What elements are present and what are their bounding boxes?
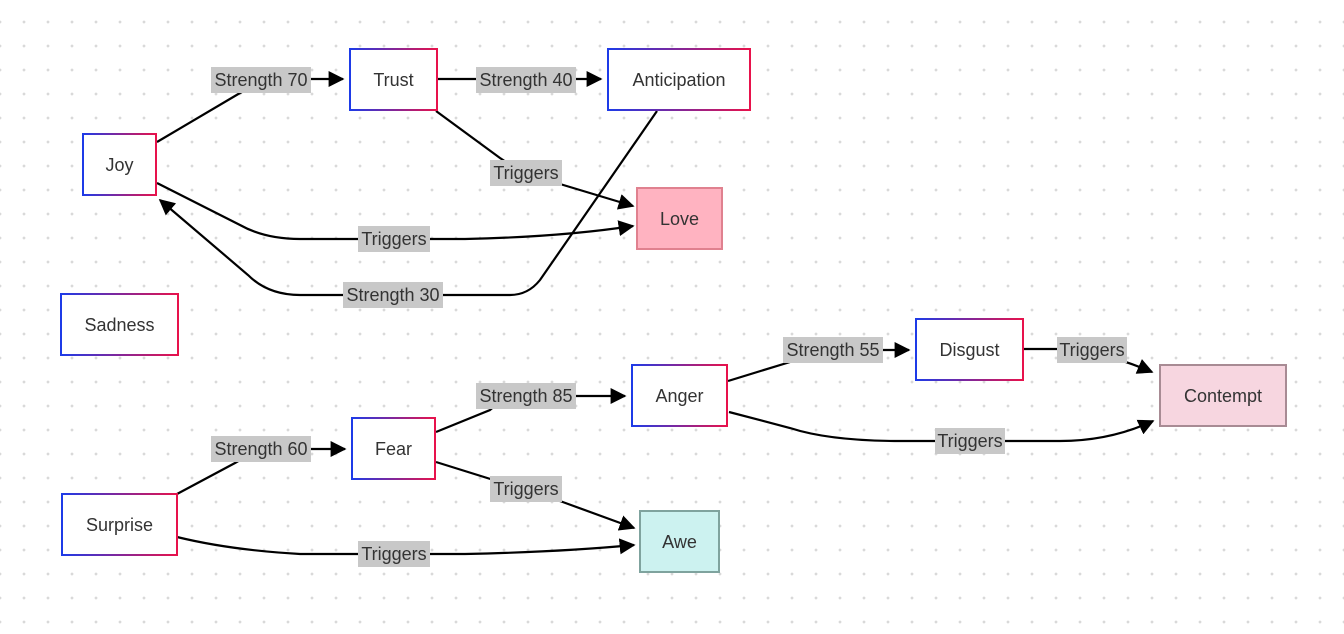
edge-anger-contempt[interactable]: Triggers <box>728 410 1155 454</box>
edge-trust-anticipation[interactable]: Strength 40 <box>438 67 603 93</box>
node-label: Contempt <box>1184 386 1262 406</box>
node-anticipation[interactable]: Anticipation <box>607 48 751 111</box>
node-joy[interactable]: Joy <box>82 133 157 196</box>
edge-label: Triggers <box>493 479 558 499</box>
edge-label: Strength 40 <box>479 70 572 90</box>
node-fear[interactable]: Fear <box>351 417 436 480</box>
edge-label: Strength 30 <box>346 285 439 305</box>
edge-label: Triggers <box>937 431 1002 451</box>
edge-anger-disgust[interactable]: Strength 55 <box>727 337 911 383</box>
edge-label: Triggers <box>1059 340 1124 360</box>
node-love[interactable]: Love <box>636 187 723 250</box>
edge-joy-trust[interactable]: Strength 70 <box>156 67 345 143</box>
edge-fear-anger[interactable]: Strength 85 <box>435 383 627 434</box>
node-anger[interactable]: Anger <box>631 364 728 427</box>
edge-label: Strength 85 <box>479 386 572 406</box>
node-awe[interactable]: Awe <box>639 510 720 573</box>
edge-surprise-fear[interactable]: Strength 60 <box>176 436 347 495</box>
edge-joy-love[interactable]: Triggers <box>156 182 635 252</box>
nodes: Joy Trust Anticipation Love Sadness Disg… <box>60 48 1287 573</box>
edge-label: Strength 55 <box>786 340 879 360</box>
node-label: Anger <box>655 386 703 406</box>
node-label: Love <box>660 209 699 229</box>
node-label: Awe <box>662 532 697 552</box>
edge-anticipation-joy[interactable]: Strength 30 <box>158 110 658 308</box>
edge-label: Strength 70 <box>214 70 307 90</box>
node-label: Trust <box>373 70 413 90</box>
edge-disgust-contempt[interactable]: Triggers <box>1024 337 1154 374</box>
node-label: Disgust <box>939 340 999 360</box>
edge-label: Triggers <box>493 163 558 183</box>
node-label: Fear <box>375 439 412 459</box>
edge-label: Triggers <box>361 544 426 564</box>
node-disgust[interactable]: Disgust <box>915 318 1024 381</box>
node-label: Surprise <box>86 515 153 535</box>
node-contempt[interactable]: Contempt <box>1159 364 1287 427</box>
edge-surprise-awe[interactable]: Triggers <box>176 535 636 567</box>
node-label: Sadness <box>84 315 154 335</box>
node-surprise[interactable]: Surprise <box>61 493 178 556</box>
edge-trust-love[interactable]: Triggers <box>435 110 635 210</box>
node-label: Anticipation <box>632 70 725 90</box>
edge-fear-awe[interactable]: Triggers <box>435 460 636 531</box>
edge-label: Strength 60 <box>214 439 307 459</box>
node-trust[interactable]: Trust <box>349 48 438 111</box>
edge-label: Triggers <box>361 229 426 249</box>
node-sadness[interactable]: Sadness <box>60 293 179 356</box>
edges: Strength 70 Strength 40 Triggers Trigger… <box>156 67 1155 567</box>
node-label: Joy <box>105 155 133 175</box>
